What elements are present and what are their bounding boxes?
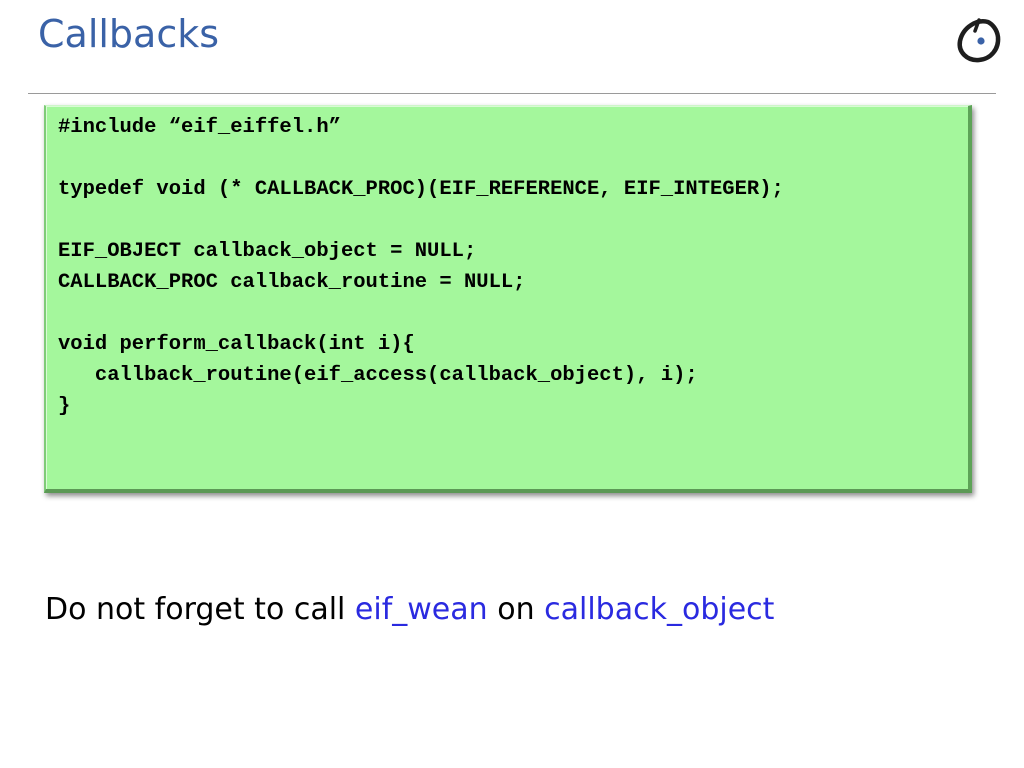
code-line	[58, 143, 784, 174]
code-line: }	[58, 395, 71, 418]
circle-dot-logo-icon	[955, 17, 1003, 65]
title-divider	[28, 93, 996, 94]
note-middle: on	[487, 592, 545, 627]
reminder-note: Do not forget to call eif_wean on callba…	[45, 592, 774, 627]
object-name: callback_object	[544, 592, 775, 627]
note-prefix: Do not forget to call	[45, 592, 355, 627]
code-line: EIF_OBJECT callback_object = NULL;	[58, 240, 477, 263]
code-line: typedef void (* CALLBACK_PROC)(EIF_REFER…	[58, 178, 784, 201]
code-block: #include “eif_eiffel.h” typedef void (* …	[44, 105, 972, 493]
code-line	[58, 298, 784, 329]
code-line: CALLBACK_PROC callback_routine = NULL;	[58, 271, 526, 294]
slide-title: Callbacks	[38, 12, 220, 56]
code-line	[58, 205, 784, 236]
code-line: void perform_callback(int i){	[58, 333, 415, 356]
function-name: eif_wean	[354, 592, 488, 627]
code-line: callback_routine(eif_access(callback_obj…	[58, 364, 698, 387]
code-lines: #include “eif_eiffel.h” typedef void (* …	[58, 112, 784, 422]
code-line: #include “eif_eiffel.h”	[58, 116, 341, 139]
